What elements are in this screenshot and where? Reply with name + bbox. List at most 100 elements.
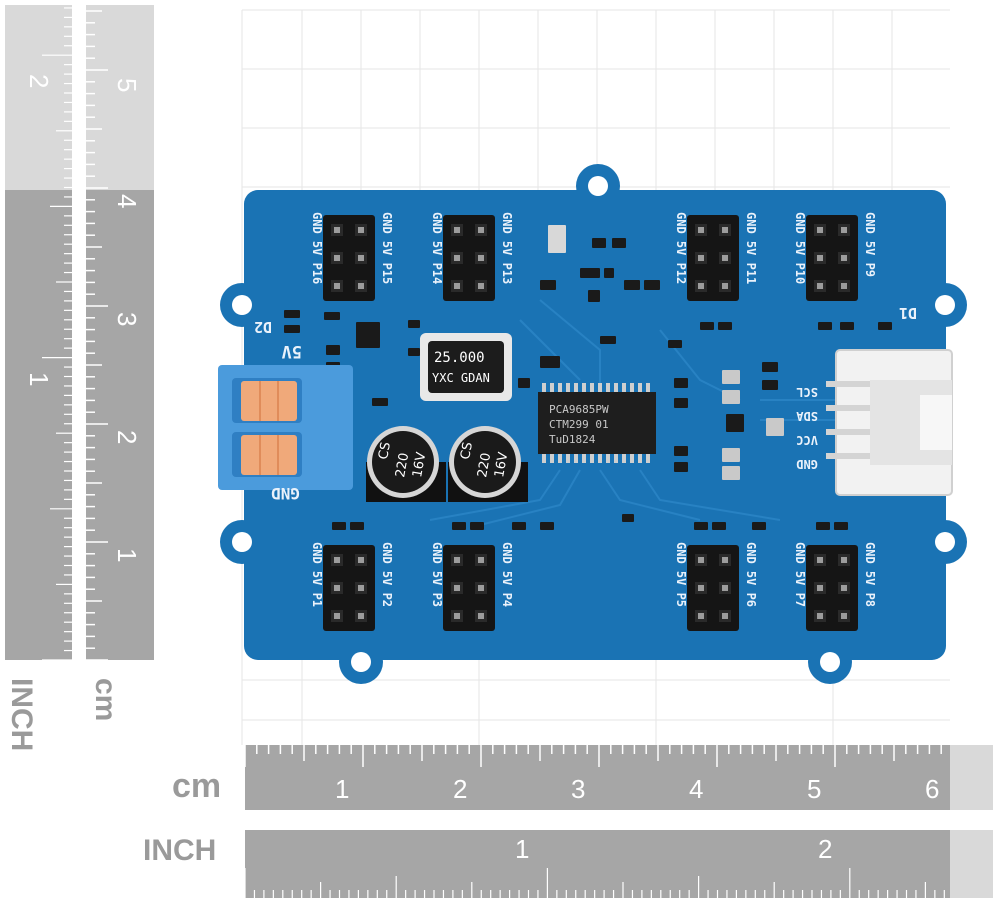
header-pin	[841, 255, 847, 261]
grove-pin-lead	[826, 429, 870, 435]
smd-component	[452, 522, 466, 530]
smd-component	[668, 340, 682, 348]
smd-component	[326, 345, 340, 355]
capacitor-1-text-1: CS	[376, 441, 394, 461]
bottom-inch-tick-1: 1	[515, 834, 529, 864]
header-pin	[698, 585, 704, 591]
bottom-header-label-1: GND 5V P1	[310, 542, 324, 607]
bottom-cm-tick-2: 2	[453, 774, 467, 804]
grove-pin-lead	[826, 405, 870, 411]
crystal-text-2: YXC GDAN	[432, 371, 490, 385]
smd-component	[834, 522, 848, 530]
header-pin	[478, 613, 484, 619]
smd-component	[284, 325, 300, 333]
header-pin	[722, 585, 728, 591]
header-pin	[334, 227, 340, 233]
bottom-header-label-4: GND 5V P4	[500, 542, 514, 607]
smd-component	[580, 268, 600, 278]
smd-component	[604, 268, 614, 278]
smd-component	[674, 378, 688, 388]
header-pin	[698, 557, 704, 563]
label-d2: D2	[254, 318, 272, 336]
header-pin	[817, 227, 823, 233]
header-pin	[841, 283, 847, 289]
label-d1: D1	[899, 304, 917, 322]
smd-component	[332, 522, 346, 530]
header-pin	[698, 255, 704, 261]
header-pin	[358, 255, 364, 261]
bottom-cm-ruler: 1 2 3 4 5 6	[244, 745, 993, 810]
smd-component	[718, 322, 732, 330]
left-cm-tick-1: 1	[112, 548, 142, 562]
smd-component	[674, 462, 688, 472]
capacitor-2-text-1: CS	[458, 441, 476, 461]
smd-component	[878, 322, 892, 330]
bottom-cm-tick-5: 5	[807, 774, 821, 804]
bottom-cm-unit-label: cm	[172, 767, 221, 805]
grove-pin-lead	[826, 381, 870, 387]
header-pin	[817, 283, 823, 289]
smd-component	[356, 322, 380, 348]
bottom-pin-header-1	[323, 545, 375, 631]
ic-text-1: PCA9685PW	[549, 403, 609, 416]
smd-component	[622, 514, 634, 522]
left-cm-tick-2: 2	[112, 430, 142, 444]
header-pin	[454, 585, 460, 591]
header-pin	[722, 557, 728, 563]
bottom-cm-tick-6: 6	[925, 774, 939, 804]
crystal-text-1: 25.000	[434, 350, 485, 366]
smd-component	[762, 362, 778, 372]
capacitor-1-text-2: 220	[393, 452, 412, 479]
bottom-header-label-3: GND 5V P3	[430, 542, 444, 607]
capacitor-1-text-3: 16V	[410, 451, 429, 479]
header-pin	[454, 283, 460, 289]
left-inch-tick-2: 2	[24, 74, 54, 88]
smd-component	[766, 418, 784, 436]
capacitor-2: CS 220 16V	[448, 426, 528, 502]
header-pin	[358, 557, 364, 563]
top-header-label-6: GND 5V P11	[744, 212, 758, 284]
header-pin	[358, 585, 364, 591]
left-inch-ruler: 1 2	[5, 5, 72, 661]
bottom-pin-header-2	[443, 545, 495, 631]
smd-component	[512, 522, 526, 530]
bottom-cm-tick-4: 4	[689, 774, 703, 804]
smd-component	[540, 356, 560, 368]
smd-component	[600, 336, 616, 344]
top-pin-header-4	[806, 215, 858, 301]
smd-component	[840, 322, 854, 330]
top-pin-header-1	[323, 215, 375, 301]
smd-component	[624, 280, 640, 290]
label-5v: 5V	[282, 341, 302, 361]
capacitor-1: CS 220 16V	[366, 426, 446, 502]
header-pin	[358, 613, 364, 619]
header-pin	[334, 613, 340, 619]
bottom-header-label-8: GND 5V P8	[863, 542, 877, 607]
left-cm-ruler: 1 2 3 4 5	[86, 5, 154, 661]
smd-component	[722, 466, 740, 480]
grove-pin-scl: SCL	[796, 385, 818, 399]
header-pin	[334, 255, 340, 261]
header-pin	[334, 557, 340, 563]
smd-component	[350, 522, 364, 530]
header-pin	[454, 613, 460, 619]
smd-component	[762, 380, 778, 390]
header-pin	[817, 255, 823, 261]
header-pin	[722, 227, 728, 233]
smd-component	[722, 390, 740, 404]
smd-component	[540, 280, 556, 290]
smd-component	[674, 446, 688, 456]
smd-component	[518, 378, 530, 388]
header-pin	[722, 613, 728, 619]
header-pin	[478, 283, 484, 289]
header-pin	[478, 227, 484, 233]
left-inch-unit-label: INCH	[5, 678, 38, 751]
header-pin	[454, 227, 460, 233]
bottom-cm-tick-3: 3	[571, 774, 585, 804]
bottom-inch-unit-label: INCH	[143, 834, 216, 867]
header-pin	[841, 227, 847, 233]
header-pin	[722, 255, 728, 261]
top-header-label-3: GND 5V P14	[430, 212, 444, 284]
header-pin	[454, 557, 460, 563]
left-cm-tick-5: 5	[112, 78, 142, 92]
